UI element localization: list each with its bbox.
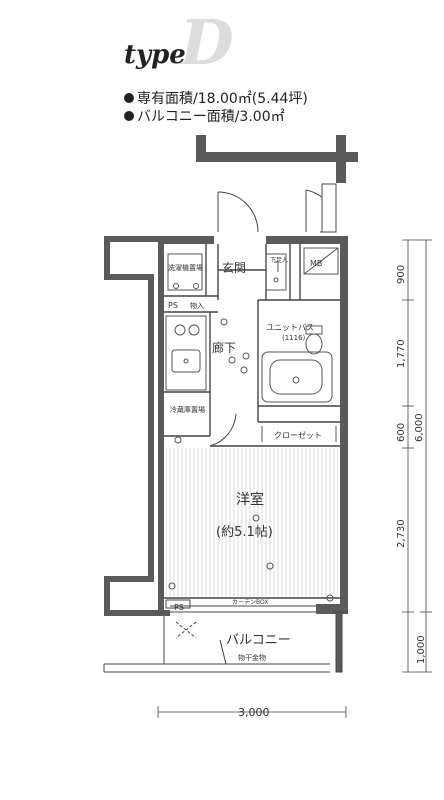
room-door [209, 413, 246, 447]
washer-area [167, 253, 203, 291]
label-bath-size: (1116) [282, 334, 306, 342]
entrance-door [217, 183, 337, 233]
label-fridge: 冷蔵庫置場 [170, 405, 205, 414]
western-room-floor [166, 448, 338, 596]
spec-floor-area: 専有面積/18.00㎡(5.44坪) [124, 88, 308, 108]
label-shoe-box: 下足入 [270, 257, 288, 264]
dim-900: 900 [396, 265, 407, 284]
label-clothes-rack: 物干金物 [238, 653, 266, 662]
spec-balcony-area-text: バルコニー面積/3.00㎡ [137, 109, 285, 125]
electrical-symbols [168, 318, 334, 602]
label-ps-bottom: PS [174, 603, 184, 612]
upper-corridor-walls [196, 135, 358, 183]
outer-walls [104, 236, 348, 616]
interior-walls [164, 244, 340, 599]
bullet-icon [124, 93, 134, 103]
type-label: type [124, 40, 186, 70]
label-washer: 洗濯機置場 [168, 263, 203, 272]
label-corridor: 廊下 [212, 340, 236, 355]
kitchen-fixtures [165, 315, 207, 391]
window-sash [165, 599, 316, 613]
vertical-dimension-lines [402, 239, 432, 673]
label-western-room-size: (約5.1帖) [216, 525, 273, 540]
horizontal-dimension-line [157, 706, 347, 718]
label-bath: ユニットバス [266, 323, 314, 332]
dim-600: 600 [396, 423, 407, 442]
label-western-room: 洋室 [236, 491, 264, 508]
label-storage: 物入 [190, 301, 204, 310]
closet-doors [261, 426, 337, 442]
label-entrance: 玄関 [222, 260, 246, 275]
type-letter-watermark: D [180, 6, 234, 79]
entrance-fixtures [265, 247, 339, 291]
label-closet: クローゼット [274, 430, 322, 440]
dim-width-3000: 3,000 [238, 706, 270, 719]
spec-balcony-area: バルコニー面積/3.00㎡ [124, 106, 285, 126]
dim-1770: 1,770 [396, 339, 407, 368]
dim-2730: 2,730 [396, 519, 407, 548]
dim-total-6000: 6,000 [414, 413, 425, 442]
balcony-structure [103, 611, 343, 673]
unit-bath [261, 325, 333, 403]
label-ps-top: PS [168, 301, 178, 310]
label-curtain-box: カーテンBOX [232, 599, 268, 606]
bullet-icon [124, 111, 134, 121]
dim-1000: 1,000 [416, 635, 427, 664]
label-meter-box: MB [310, 259, 322, 268]
spec-floor-area-text: 専有面積/18.00㎡(5.44坪) [137, 91, 308, 107]
label-balcony: バルコニー [226, 633, 291, 648]
